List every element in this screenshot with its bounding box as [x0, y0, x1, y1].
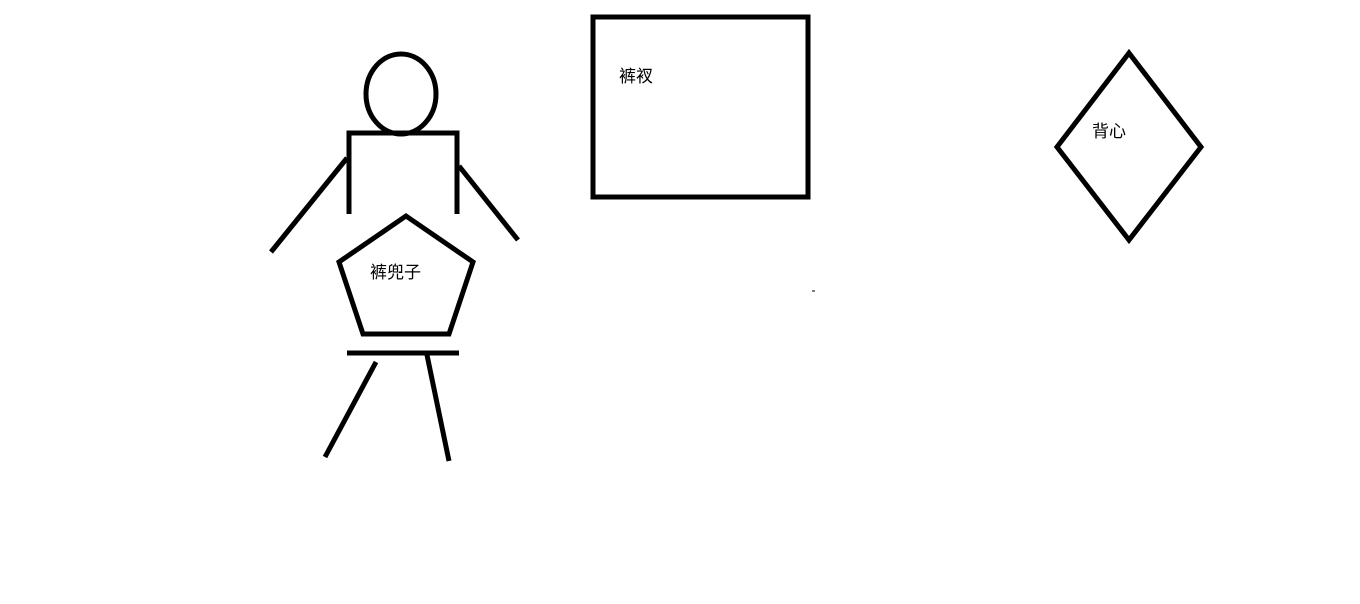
stick-figure: 裤兜子 — [269, 51, 520, 462]
figure-left-arm — [269, 156, 349, 254]
rectangle-label: 裤衩 — [619, 67, 653, 87]
pentagon-shape — [336, 212, 476, 337]
diamond-group: 背心 — [1053, 48, 1205, 245]
figure-head — [363, 51, 439, 137]
figure-torso — [346, 130, 460, 214]
diamond-shape — [1053, 48, 1205, 245]
pentagon-label: 裤兜子 — [370, 263, 421, 283]
figure-left-leg — [322, 360, 379, 459]
diamond-label: 背心 — [1092, 122, 1126, 142]
rectangle-shape — [590, 14, 811, 200]
rectangle-group: 裤衩 — [590, 14, 811, 200]
figure-right-arm — [457, 164, 520, 242]
figure-right-leg — [424, 354, 452, 462]
